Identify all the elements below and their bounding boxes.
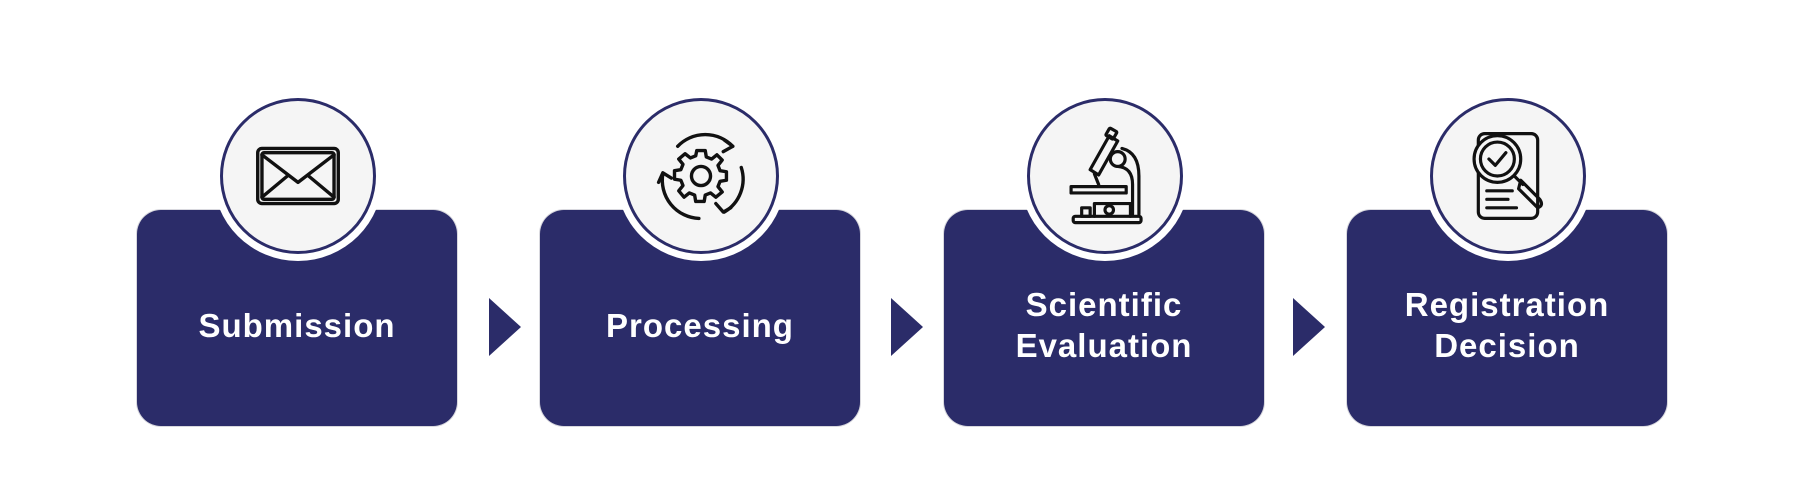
step-scientific-evaluation: Scientific Evaluation bbox=[944, 98, 1264, 426]
flow-arrow bbox=[1293, 298, 1325, 356]
icon-circle bbox=[623, 98, 779, 254]
step-submission: Submission bbox=[137, 98, 457, 426]
step-label: Registration Decision bbox=[1404, 286, 1610, 364]
envelope-icon bbox=[256, 146, 340, 206]
icon-circle bbox=[1027, 98, 1183, 254]
flow-arrow bbox=[891, 298, 923, 356]
gear-cycle-icon bbox=[656, 132, 745, 221]
icon-circle bbox=[220, 98, 376, 254]
step-label: Scientific Evaluation bbox=[1015, 286, 1193, 364]
step-label: Processing bbox=[606, 306, 794, 344]
flow-arrow bbox=[489, 298, 521, 356]
step-processing: Processing bbox=[540, 98, 860, 426]
document-search-icon bbox=[1472, 132, 1544, 220]
icon-circle bbox=[1430, 98, 1586, 254]
step-label: Submission bbox=[198, 306, 396, 344]
microscope-icon bbox=[1069, 126, 1143, 225]
step-registration-decision: Registration Decision bbox=[1347, 98, 1667, 426]
